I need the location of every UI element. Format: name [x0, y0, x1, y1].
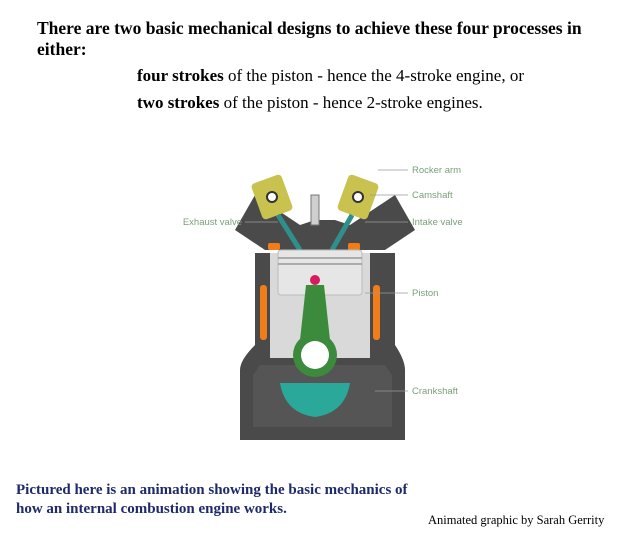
four-stroke-text: of the piston - hence the 4-stroke engin…: [223, 66, 524, 85]
label-intake-valve: Intake valve: [412, 217, 463, 228]
connecting-rod: [300, 285, 330, 340]
spark-plug: [310, 194, 320, 226]
cylinder-head: [235, 195, 415, 250]
exhaust-camshaft: [266, 191, 278, 203]
coolant-jacket-left: [260, 285, 267, 340]
two-stroke-line: two strokes of the piston - hence 2-stro…: [137, 93, 483, 113]
exhaust-valve: [275, 213, 303, 252]
label-exhaust-valve: Exhaust valve: [183, 217, 242, 228]
coolant-port-right: [348, 243, 360, 250]
leader-lines: [245, 169, 408, 392]
engine-diagram: Rocker arm Camshaft Exhaust valve Intake…: [183, 165, 463, 440]
heading: There are two basic mechanical designs t…: [37, 18, 582, 59]
intake-valve: [329, 213, 355, 252]
caption: Pictured here is an animation showing th…: [16, 482, 408, 517]
coolant-port-left: [268, 243, 280, 250]
crank-pin: [301, 341, 329, 369]
label-rocker-arm: Rocker arm: [412, 165, 461, 176]
label-camshaft: Camshaft: [412, 190, 453, 201]
four-strokes-term: four strokes: [137, 66, 224, 85]
coolant-jacket-right: [373, 285, 380, 340]
crankshaft: [280, 383, 350, 417]
intake-camshaft: [352, 191, 364, 203]
label-crankshaft: Crankshaft: [412, 386, 458, 397]
wrist-pin: [310, 275, 320, 285]
label-piston: Piston: [412, 288, 438, 299]
credit: Animated graphic by Sarah Gerrity: [428, 513, 605, 527]
two-stroke-text: of the piston - hence 2-stroke engines.: [219, 93, 483, 112]
four-stroke-line: four strokes of the piston - hence the 4…: [137, 66, 524, 86]
two-strokes-term: two strokes: [137, 93, 220, 112]
